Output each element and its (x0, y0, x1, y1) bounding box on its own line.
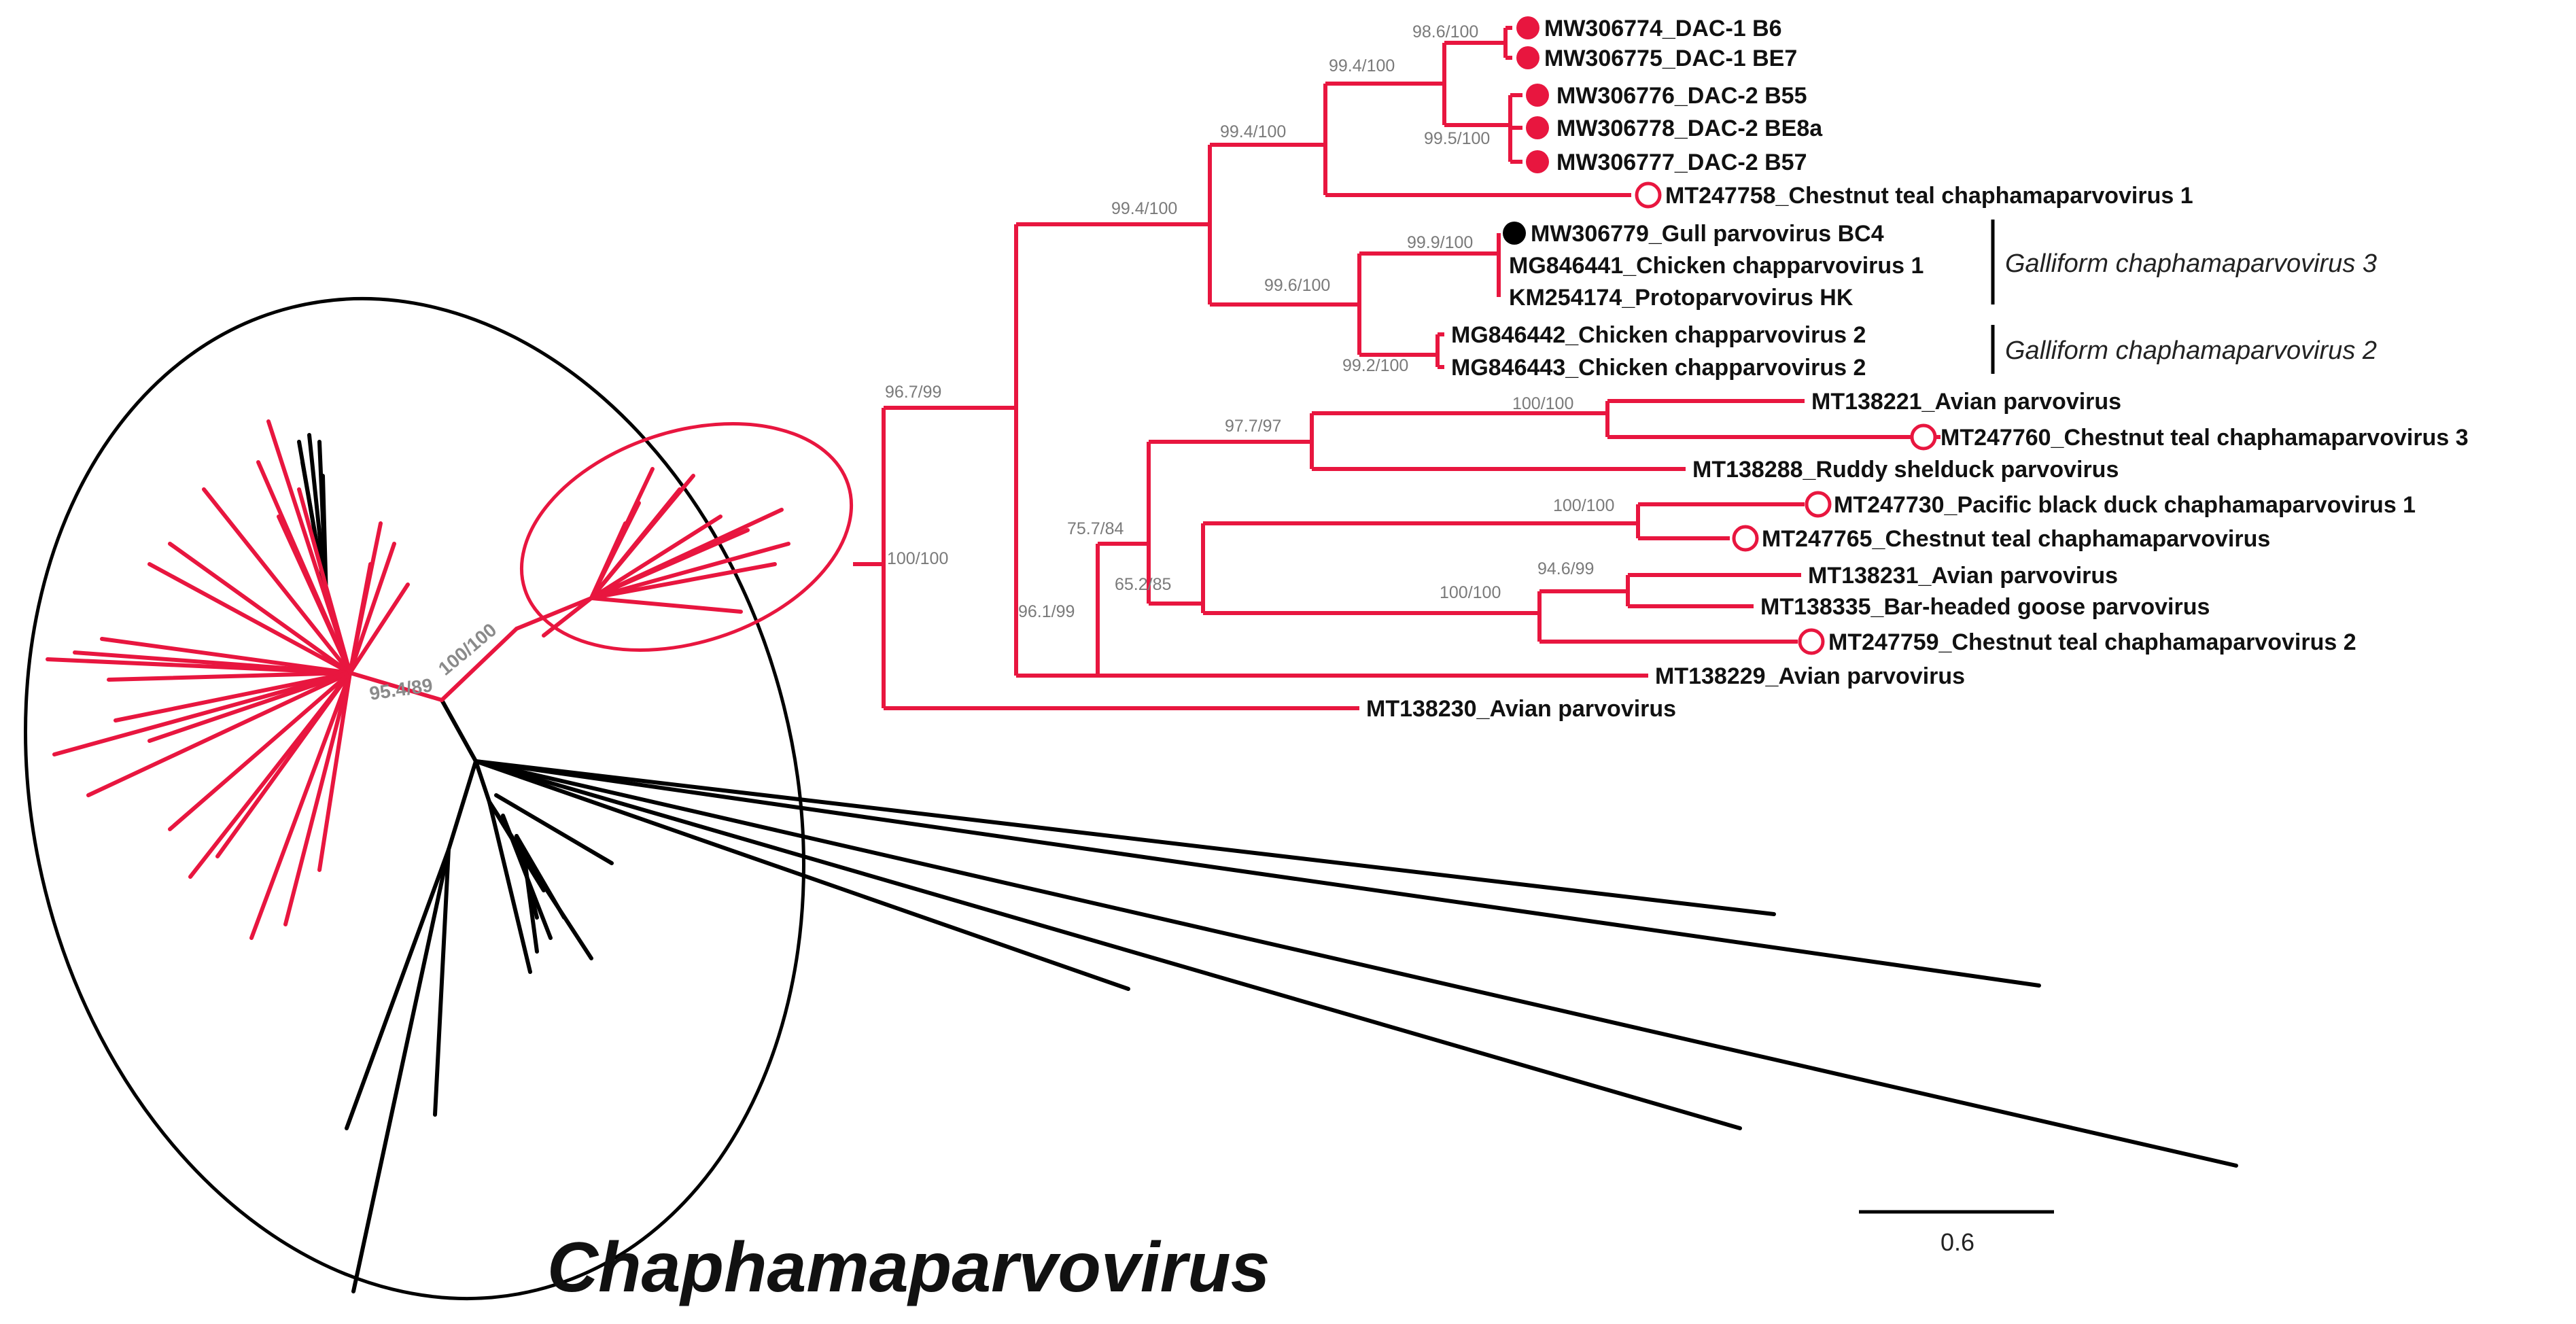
support-value: 94.6/99 (1537, 559, 1594, 578)
filled-marker (1526, 84, 1549, 107)
support-value: 65.2/85 (1115, 575, 1171, 594)
support-value: 96.1/99 (1018, 602, 1075, 621)
support-value: 99.4/100 (1329, 56, 1395, 75)
taxon-label: MT138229_Avian parvovirus (1655, 663, 1965, 689)
clade-ellipse (519, 422, 854, 652)
taxon-label: MW306774_DAC-1 B6 (1544, 16, 1782, 41)
genus-ellipse (24, 297, 805, 1300)
black-branches (297, 433, 2238, 1293)
open-marker (1910, 423, 1937, 451)
filled-marker (1526, 150, 1549, 173)
support-value: 99.9/100 (1407, 233, 1473, 252)
tree-branches (853, 26, 1940, 710)
taxon-label: MT247759_Chestnut teal chaphamaparvoviru… (1828, 629, 2356, 655)
taxon-label: MT138221_Avian parvovirus (1811, 389, 2121, 415)
taxon-label: MW306778_DAC-2 BE8a (1556, 116, 1823, 141)
support-values: 98.6/100 99.4/100 99.5/100 99.4/100 99.4… (885, 22, 1614, 621)
support-value: 75.7/84 (1067, 519, 1124, 538)
scale-bar: 0.6 (1859, 1210, 2054, 1256)
filled-marker (1516, 16, 1539, 39)
support-value: 99.5/100 (1424, 129, 1490, 148)
taxon-label: MW306779_Gull parvovirus BC4 (1531, 221, 1884, 247)
scale-bar-label: 0.6 (1940, 1228, 1974, 1256)
taxon-label: MT138288_Ruddy shelduck parvovirus (1692, 457, 2119, 483)
support-value: 99.6/100 (1264, 276, 1330, 295)
taxon-label: MT247765_Chestnut teal chaphamaparvoviru… (1762, 526, 2270, 552)
clade-label: Galliform chaphamaparvovirus 3 (2005, 249, 2377, 278)
clade-brackets: Galliform chaphamaparvovirus 3 Galliform… (1991, 220, 2377, 374)
taxon-label: MT247760_Chestnut teal chaphamaparvoviru… (1940, 425, 2469, 451)
unrooted-tree: 100/100 95.4/89 Chaphamaparvovirus (24, 297, 2238, 1307)
support-value: 99.4/100 (1111, 199, 1177, 218)
black-marker (1503, 222, 1526, 245)
filled-marker (1516, 46, 1539, 69)
taxon-label: MT247730_Pacific black duck chaphamaparv… (1834, 492, 2416, 518)
open-marker (1805, 491, 1832, 518)
open-marker (1798, 628, 1825, 655)
taxon-label: MW306777_DAC-2 B57 (1556, 150, 1807, 175)
taxon-label: MW306776_DAC-2 B55 (1556, 83, 1807, 109)
support-value: 99.4/100 (1220, 122, 1286, 141)
taxon-label: MG846441_Chicken chapparvovirus 1 (1509, 253, 1924, 279)
support-value: 100/100 (1440, 583, 1501, 602)
unrooted-support-red-clade: 100/100 (434, 619, 500, 680)
filled-marker (1526, 116, 1549, 139)
taxon-label: MT138335_Bar-headed goose parvovirus (1760, 594, 2210, 620)
genus-label: Chaphamaparvovirus (547, 1228, 1270, 1307)
rooted-tree: 98.6/100 99.4/100 99.5/100 99.4/100 99.4… (853, 16, 2469, 1256)
support-value: 100/100 (1553, 496, 1614, 515)
support-value: 96.7/99 (885, 383, 941, 402)
clade-label: Galliform chaphamaparvovirus 2 (2005, 336, 2377, 365)
unrooted-support-inner: 95.4/89 (368, 674, 434, 704)
taxon-label: MT138231_Avian parvovirus (1808, 563, 2118, 589)
tip-markers (1503, 16, 1937, 655)
support-value: 98.6/100 (1412, 22, 1478, 41)
open-marker (1635, 181, 1662, 209)
taxon-labels: MW306774_DAC-1 B6 MW306775_DAC-1 BE7 MW3… (1366, 16, 2469, 722)
support-value: 97.7/97 (1225, 417, 1281, 436)
taxon-label: MT138230_Avian parvovirus (1366, 696, 1676, 722)
taxon-label: MG846443_Chicken chapparvovirus 2 (1451, 355, 1866, 381)
support-value: 100/100 (1512, 394, 1573, 413)
taxon-label: MT247758_Chestnut teal chaphamaparvoviru… (1665, 183, 2193, 209)
taxon-label: KM254174_Protoparvovirus HK (1509, 285, 1853, 311)
open-marker (1732, 525, 1759, 552)
red-branches (46, 419, 790, 940)
support-value: 100/100 (887, 549, 948, 568)
support-value: 99.2/100 (1342, 356, 1408, 375)
taxon-label: MW306775_DAC-1 BE7 (1544, 46, 1797, 71)
taxon-label: MG846442_Chicken chapparvovirus 2 (1451, 322, 1866, 348)
